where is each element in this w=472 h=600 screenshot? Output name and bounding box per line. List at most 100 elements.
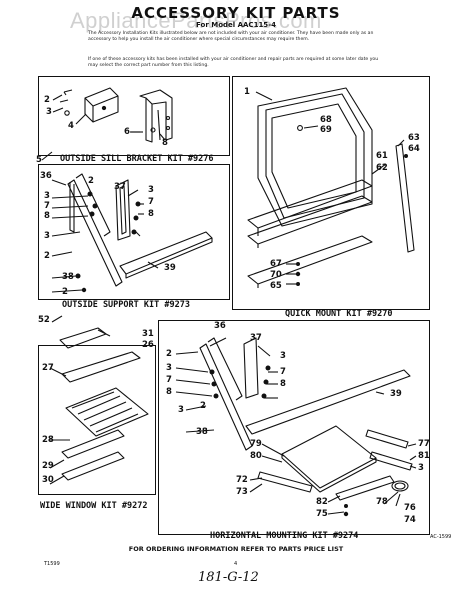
horizontal-mounting-kit-label: HORIZONTAL MOUNTING KIT #9274 [210, 531, 359, 541]
callout-65: 65 [270, 281, 282, 291]
callout-61: 61 [376, 151, 388, 161]
callout-63: 63 [408, 133, 420, 143]
page-number: 4 [234, 561, 238, 567]
callout-26: 26 [142, 340, 154, 350]
callout-37: 37 [250, 333, 262, 343]
callout-27: 27 [42, 363, 54, 373]
horizontal-arm [199, 337, 259, 451]
quick-mount-rails [247, 179, 373, 288]
handwritten-note: 181-G-12 [198, 570, 259, 585]
callout-62: 62 [376, 163, 388, 173]
horizontal-hardware [209, 365, 349, 517]
intro-paragraph-2: If one of these accessory kits has been … [88, 57, 379, 68]
callout-39: 39 [164, 263, 176, 273]
intro-paragraph: The Accessory Installation Kits illustra… [88, 31, 374, 42]
quick-mount-side-strip [395, 143, 415, 253]
callout-3: 3 [148, 185, 154, 195]
callout-7: 7 [280, 367, 286, 377]
wide-window-kit-label: WIDE WINDOW KIT #9272 [40, 501, 148, 511]
callout-3: 3 [418, 463, 424, 473]
quick-mount-kit-label: QUICK MOUNT KIT #9270 [285, 309, 393, 319]
document-code: T1599 [44, 561, 60, 567]
callout-7: 7 [148, 197, 154, 207]
support-strap [115, 179, 131, 241]
callout-7: 7 [44, 201, 50, 211]
callout-4: 4 [68, 121, 74, 131]
quick-mount-hardware [295, 154, 408, 286]
callout-2: 2 [166, 349, 172, 359]
callout-72: 72 [236, 475, 248, 485]
callout-8: 8 [280, 379, 286, 389]
horizontal-coil [391, 480, 409, 492]
callout-8: 8 [166, 387, 172, 397]
callout-82: 82 [316, 497, 328, 507]
sill-bracket-plate [84, 87, 119, 123]
support-arm-left [67, 173, 123, 287]
horizontal-mounting-kit-box [158, 320, 430, 535]
sill-bracket-kit-label: OUTSIDE SILL BRACKET KIT #9276 [60, 154, 214, 164]
callout-74: 74 [404, 515, 416, 525]
ordering-footer: FOR ORDERING INFORMATION REFER TO PARTS … [128, 545, 344, 553]
callout-3: 3 [178, 405, 184, 415]
callout-75: 75 [316, 509, 328, 519]
callout-37: 37 [114, 182, 126, 192]
wide-window-top-strip [61, 351, 141, 383]
outside-support-kit-label: OUTSIDE SUPPORT KIT #9273 [62, 300, 190, 310]
callout-2: 2 [44, 251, 50, 261]
horizontal-strips [257, 429, 413, 501]
callout-30: 30 [42, 475, 54, 485]
wide-window-kit-box [38, 345, 156, 495]
quick-mount-kit-box [232, 76, 430, 310]
callout-80: 80 [250, 451, 262, 461]
callout-79: 79 [250, 439, 262, 449]
callout-28: 28 [42, 435, 54, 445]
callout-8: 8 [162, 138, 168, 148]
callout-77: 77 [418, 439, 430, 449]
callout-29: 29 [42, 461, 54, 471]
callout-3: 3 [44, 191, 50, 201]
callout-3: 3 [46, 107, 52, 117]
callout-1: 1 [244, 87, 250, 97]
callout-69: 69 [320, 125, 332, 135]
callout-68: 68 [320, 115, 332, 125]
callout-2: 2 [88, 176, 94, 186]
callout-8: 8 [44, 211, 50, 221]
callout-3: 3 [280, 351, 286, 361]
callout-73: 73 [236, 487, 248, 497]
support-channel [119, 231, 213, 279]
sill-bracket-kit-box [38, 76, 230, 156]
callout-3: 3 [44, 231, 50, 241]
callout-2: 2 [200, 401, 206, 411]
callout-67: 67 [270, 259, 282, 269]
callout-38: 38 [196, 427, 208, 437]
page-title: ACCESSORY KIT PARTS [131, 4, 341, 22]
callout-5: 5 [36, 155, 42, 165]
model-subtitle: For Model AAC115-4 [196, 21, 276, 29]
callout-7: 7 [166, 375, 172, 385]
callout-64: 64 [408, 144, 420, 154]
sill-bracket-angle [139, 89, 173, 143]
outside-support-kit-box [38, 164, 230, 300]
callout-8: 8 [148, 209, 154, 219]
callout-76: 76 [404, 503, 416, 513]
callout-38: 38 [62, 272, 74, 282]
callout-70: 70 [270, 270, 282, 280]
callout-31: 31 [142, 329, 154, 339]
callout-78: 78 [376, 497, 388, 507]
horizontal-panel [281, 425, 377, 493]
horizontal-channel [245, 369, 411, 435]
callout-39: 39 [390, 389, 402, 399]
callout-6: 6 [124, 127, 130, 137]
quick-mount-frame [257, 87, 373, 227]
callout-52: 52 [38, 315, 50, 325]
wide-window-side-strips [61, 429, 125, 481]
callout-36: 36 [40, 171, 52, 181]
drawing-code: AC-1599 [430, 534, 452, 540]
callout-3: 3 [166, 363, 172, 373]
callout-2: 2 [62, 287, 68, 297]
wide-window-panel [65, 387, 149, 437]
callout-81: 81 [418, 451, 430, 461]
callout-2: 2 [44, 95, 50, 105]
